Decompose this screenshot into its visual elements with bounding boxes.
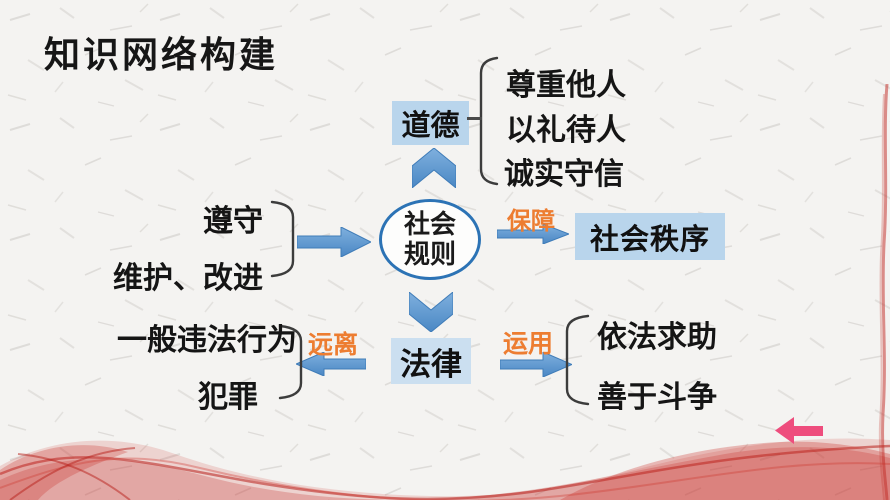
chevron-up-arrow-icon xyxy=(412,148,456,188)
morality-item-honesty: 诚实守信 xyxy=(504,158,624,191)
node-social-order: 社会秩序 xyxy=(575,213,725,260)
slide-title: 知识网络构建 xyxy=(44,34,279,75)
node-morality: 道德 xyxy=(392,101,469,145)
back-arrow-icon[interactable] xyxy=(775,417,823,444)
morality-item-courtesy: 以礼待人 xyxy=(506,114,626,147)
red-silk-decoration xyxy=(0,438,890,500)
arrow-actions-to-center-icon xyxy=(297,227,371,257)
bracket-action-items xyxy=(270,200,295,278)
use-item-seek-help: 依法求助 xyxy=(597,321,717,354)
violation-item-general: 一般违法行为 xyxy=(117,324,297,357)
bracket-morality-items xyxy=(479,56,499,186)
arrow-label-apply: 运用 xyxy=(503,330,554,358)
use-item-fight: 善于斗争 xyxy=(597,381,717,414)
center-node-line1: 社会 xyxy=(403,209,456,240)
chevron-down-arrow-icon xyxy=(409,292,453,332)
arrow-center-to-order-icon xyxy=(497,224,569,244)
action-item-obey: 遵守 xyxy=(203,205,263,238)
center-node-line2: 规则 xyxy=(403,238,456,269)
arrow-law-to-use-icon xyxy=(500,352,572,377)
arrow-label-safeguard: 保障 xyxy=(507,208,555,235)
connector-dash xyxy=(467,117,482,120)
action-item-improve: 维护、改进 xyxy=(113,262,263,295)
morality-item-respect: 尊重他人 xyxy=(506,69,626,102)
arrow-law-to-violations-icon xyxy=(296,352,366,376)
center-node-social-rules: 社会 规则 xyxy=(379,199,481,280)
bracket-use-items xyxy=(565,314,590,406)
bracket-violation-items xyxy=(278,324,303,400)
arrow-label-stay-away: 远离 xyxy=(308,331,359,359)
node-law: 法律 xyxy=(391,338,471,384)
red-edge-stripe-decoration xyxy=(878,84,889,500)
violation-item-crime: 犯罪 xyxy=(198,381,258,414)
